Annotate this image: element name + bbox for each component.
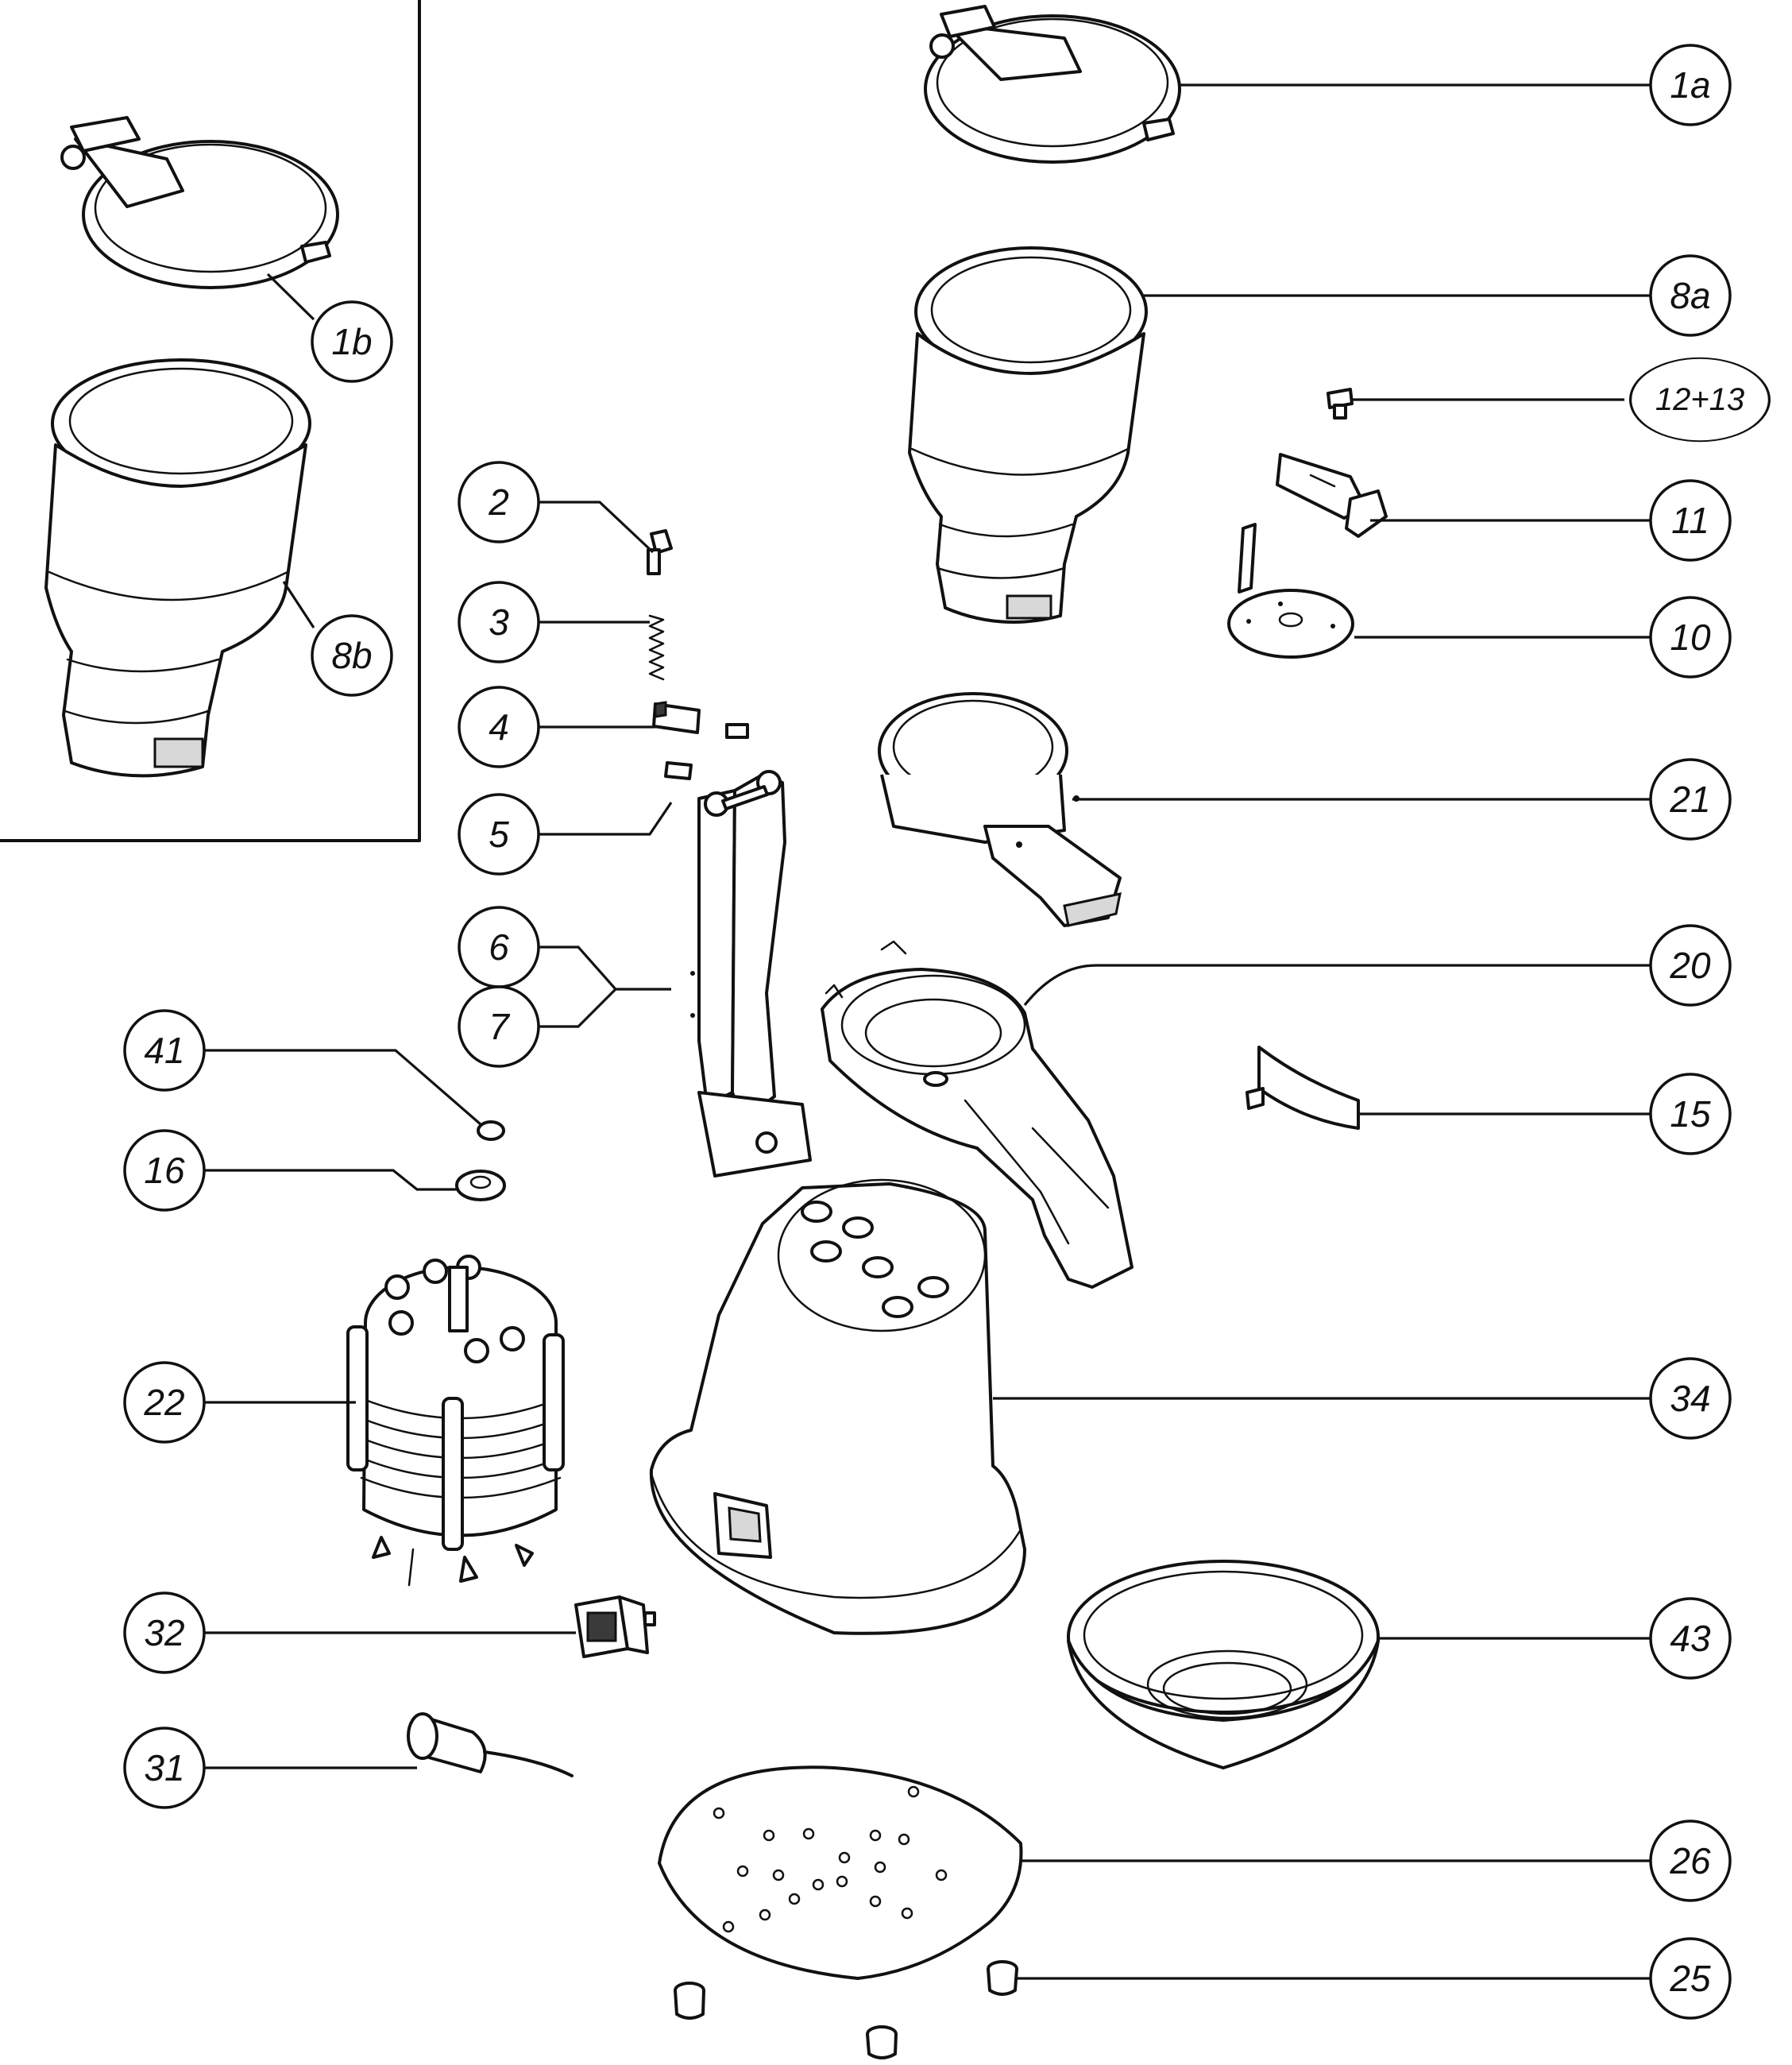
leader-lines bbox=[204, 83, 1651, 1980]
callout-6: 6 bbox=[458, 906, 540, 988]
part-3-spring bbox=[648, 614, 665, 681]
foot-2 bbox=[987, 1960, 1018, 1996]
callout-label: 12+13 bbox=[1655, 382, 1744, 417]
callout-label: 16 bbox=[144, 1150, 185, 1191]
part-34-body bbox=[649, 1178, 1026, 1635]
callout-label: 10 bbox=[1670, 617, 1711, 658]
part-4-microswitch bbox=[652, 701, 749, 739]
callout-label: 25 bbox=[1669, 1958, 1711, 1999]
callout-label: 8b bbox=[331, 635, 372, 676]
part-2-knob bbox=[647, 529, 673, 575]
callout-26: 26 bbox=[1649, 1819, 1732, 1902]
callout-label: 7 bbox=[489, 1006, 510, 1047]
callout-label: 34 bbox=[1670, 1378, 1710, 1419]
part-25-feet bbox=[674, 1960, 1018, 2059]
part-1a-lid bbox=[924, 5, 1181, 164]
foot-1 bbox=[674, 1982, 705, 2020]
callout-label: 21 bbox=[1669, 779, 1710, 820]
callout-label: 2 bbox=[488, 481, 509, 523]
part-11-bracket bbox=[1276, 453, 1388, 538]
callout-label: 4 bbox=[489, 706, 509, 748]
callout-label: 6 bbox=[489, 926, 509, 968]
callout-label: 31 bbox=[144, 1747, 184, 1789]
part-15-clip bbox=[1246, 1046, 1360, 1130]
callout-label: 22 bbox=[143, 1382, 184, 1423]
callout-label: 1b bbox=[331, 321, 372, 362]
callout-11: 11 bbox=[1649, 479, 1732, 562]
part-16-washer bbox=[455, 1170, 506, 1201]
callout-label: 41 bbox=[144, 1030, 184, 1071]
inset-frame bbox=[0, 0, 421, 842]
callout-41: 41 bbox=[123, 1009, 206, 1092]
callout-15: 15 bbox=[1649, 1073, 1732, 1155]
part-32-switch bbox=[574, 1595, 656, 1658]
callout-25: 25 bbox=[1649, 1937, 1732, 2020]
callout-34: 34 bbox=[1649, 1357, 1732, 1440]
callout-31: 31 bbox=[123, 1727, 206, 1809]
callout-label: 43 bbox=[1670, 1618, 1711, 1659]
callout-7: 7 bbox=[458, 985, 540, 1068]
callout-label: 11 bbox=[1671, 500, 1709, 541]
part-20-housing bbox=[821, 940, 1134, 1289]
callout-label: 8a bbox=[1670, 275, 1710, 316]
callout-32: 32 bbox=[123, 1591, 206, 1674]
part-21-chute bbox=[878, 692, 1122, 927]
part-5-pad bbox=[664, 761, 693, 780]
part-22-motor bbox=[346, 1255, 565, 1587]
callout-label: 1a bbox=[1670, 64, 1710, 106]
part-43-tray bbox=[1067, 1560, 1380, 1769]
callout-label: 3 bbox=[489, 601, 509, 643]
part-41-oring bbox=[477, 1120, 505, 1141]
callouts: 1a 1b 8a 8b 12+13 2 3 4 bbox=[123, 44, 1771, 2020]
callout-20: 20 bbox=[1649, 924, 1732, 1007]
foot-3 bbox=[866, 2025, 898, 2059]
callout-12-13: 12+13 bbox=[1628, 357, 1771, 443]
callout-22: 22 bbox=[123, 1361, 206, 1444]
part-31-capacitor bbox=[407, 1712, 574, 1777]
part-8a-hopper bbox=[908, 246, 1148, 624]
part-6-7-lever bbox=[690, 770, 812, 1178]
callout-label: 32 bbox=[144, 1612, 184, 1653]
callout-43: 43 bbox=[1649, 1597, 1732, 1680]
callout-21: 21 bbox=[1649, 758, 1732, 841]
callout-3: 3 bbox=[458, 581, 540, 663]
callout-1a: 1a bbox=[1649, 44, 1732, 126]
callout-8a: 8a bbox=[1649, 254, 1732, 337]
callout-10: 10 bbox=[1649, 596, 1732, 679]
part-1b-lid bbox=[60, 116, 339, 289]
part-12-13-screw bbox=[1327, 388, 1354, 420]
part-8b-hopper bbox=[44, 358, 311, 778]
callout-label: 5 bbox=[489, 814, 509, 855]
part-10-plate bbox=[1227, 523, 1354, 659]
callout-1b: 1b bbox=[311, 300, 393, 383]
callout-8b: 8b bbox=[311, 614, 393, 697]
callout-4: 4 bbox=[458, 686, 540, 768]
callout-label: 15 bbox=[1670, 1093, 1711, 1135]
callout-label: 20 bbox=[1669, 945, 1711, 986]
callout-2: 2 bbox=[458, 461, 540, 543]
callout-16: 16 bbox=[123, 1129, 206, 1212]
callout-5: 5 bbox=[458, 793, 540, 876]
callout-label: 26 bbox=[1669, 1840, 1711, 1881]
part-26-baseplate bbox=[658, 1765, 1023, 1980]
